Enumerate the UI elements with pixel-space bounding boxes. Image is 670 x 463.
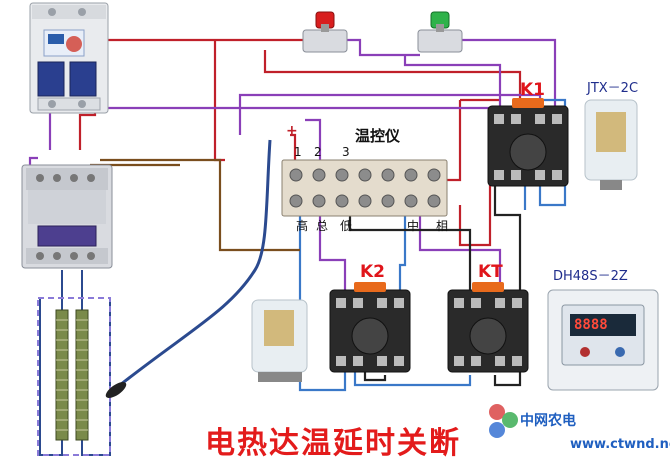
phase-label: 相 xyxy=(436,219,449,233)
wire-brown xyxy=(100,158,300,252)
timer-display: 8888 xyxy=(574,317,608,333)
relay-k2-spare xyxy=(251,299,308,382)
wire-purple-kt xyxy=(418,215,502,295)
circuit-breaker xyxy=(29,2,109,114)
total-label: 总 xyxy=(316,219,329,233)
wire-blue-k1 xyxy=(535,98,567,207)
relay-socket-k1 xyxy=(487,98,569,187)
controller-label: 温控仪 xyxy=(355,127,401,145)
start-button xyxy=(417,11,463,53)
neutral-label: 中 xyxy=(407,219,420,233)
high-label: 高 xyxy=(296,219,309,233)
watermark-site-url: www.ctwnd.net xyxy=(570,437,670,452)
k2-label: K2 xyxy=(360,262,386,282)
controller-terminal-block xyxy=(281,159,448,217)
wire-red-plus xyxy=(290,133,297,160)
terminal-3-label: 3 xyxy=(342,145,350,159)
watermark-site-cn: 中网农电 xyxy=(520,413,576,429)
relay-model-label: JTX－2C xyxy=(587,81,639,96)
timer-dh48s xyxy=(547,289,659,391)
wire-red-a xyxy=(213,40,225,162)
watermark-logo xyxy=(489,404,518,438)
wire-purple-t2 xyxy=(305,118,322,160)
wire-purple-k2 xyxy=(318,200,347,295)
stop-button xyxy=(302,11,348,53)
wire-purple-contactor xyxy=(48,106,500,150)
wire-blue-k2kt xyxy=(353,370,472,387)
wire-red-k1b xyxy=(458,140,492,247)
relay-jtx-2c xyxy=(584,99,638,190)
wire-purple-k1 xyxy=(403,55,502,110)
heater xyxy=(37,297,111,456)
wire-purple-stop-start xyxy=(340,38,420,57)
k1-label: K1 xyxy=(520,80,546,100)
kt-label: KT xyxy=(478,262,503,282)
contactor xyxy=(21,164,113,269)
wire-red-breaker-to-stop xyxy=(78,38,310,150)
wire-purple-start-k1 xyxy=(460,38,557,120)
wire-black-b xyxy=(348,215,472,300)
wire-red-top xyxy=(263,50,522,110)
thermocouple-probe xyxy=(105,139,272,399)
wire-blue-k2 xyxy=(298,205,347,392)
relay-socket-kt xyxy=(447,282,529,373)
wires xyxy=(28,38,567,456)
relay-socket-k2 xyxy=(329,282,411,373)
diagram-title: 电热达温延时关断 xyxy=(205,426,461,461)
plus-label: + xyxy=(286,123,298,139)
wire-blue-k2b xyxy=(398,200,407,300)
wire-black-c xyxy=(363,370,387,382)
low-label: 低 xyxy=(340,219,353,233)
terminal-1-label: 1 xyxy=(294,145,302,159)
terminal-2-label: 2 xyxy=(314,145,322,159)
timer-model-label: DH48S－2Z xyxy=(553,269,628,284)
wire-heater-c xyxy=(39,298,63,456)
